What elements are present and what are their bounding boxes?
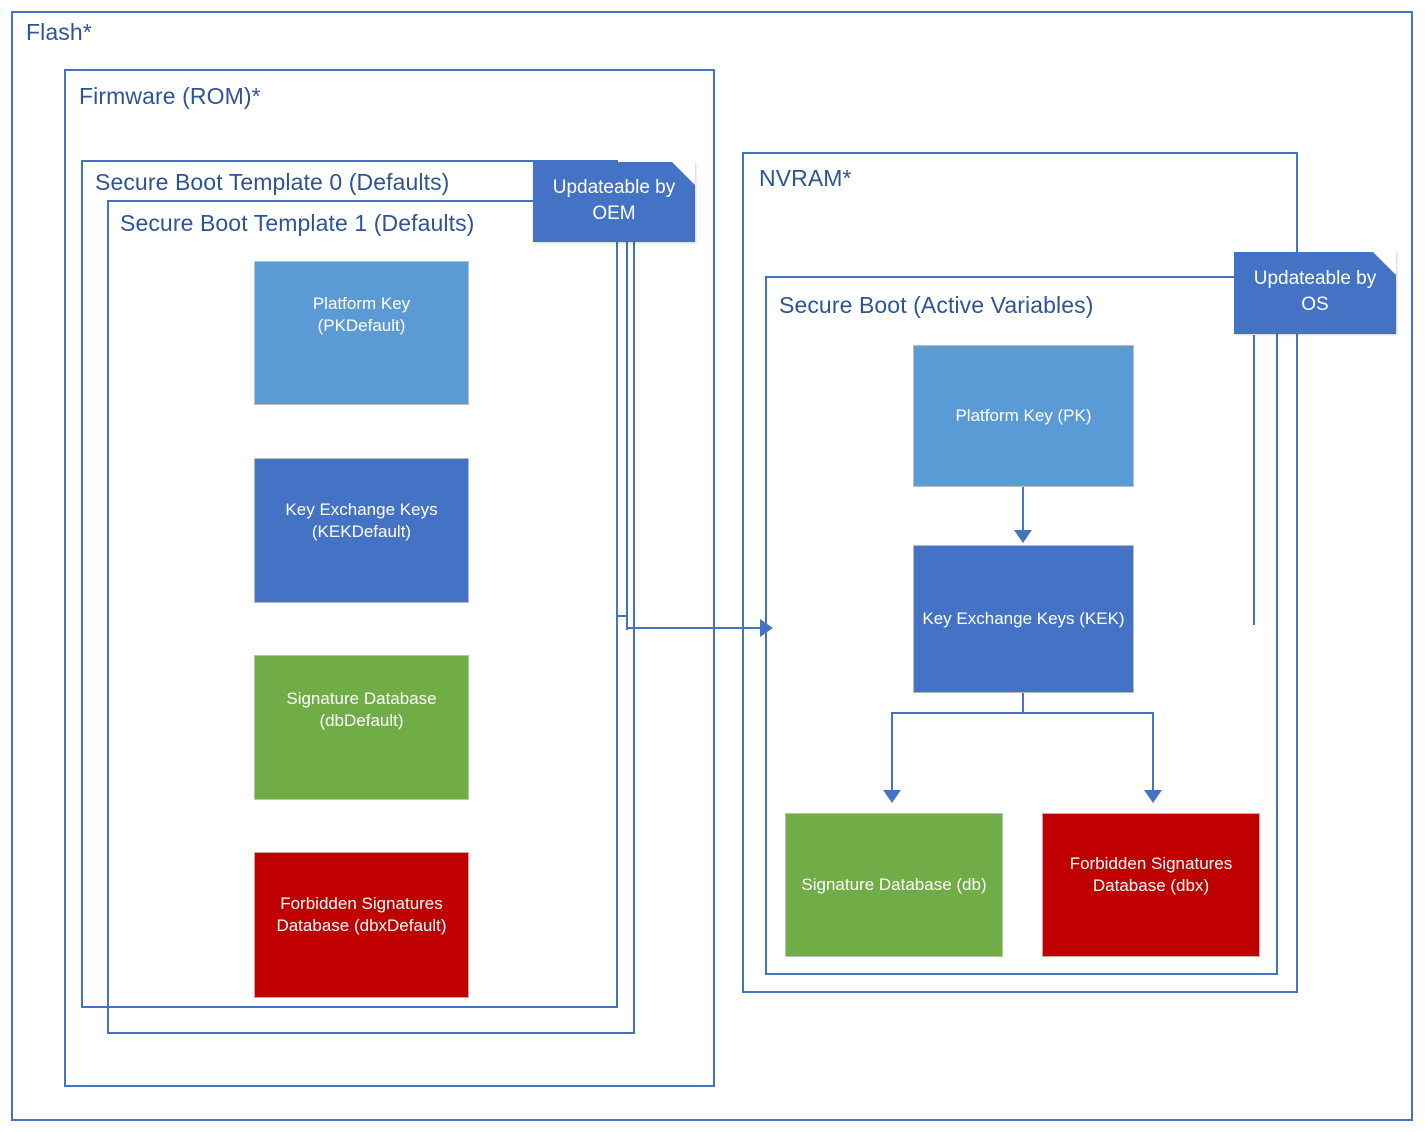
box-pk-active-text: Platform Key (PK): [955, 406, 1092, 426]
callout-os-leader-line: [1253, 335, 1255, 625]
container-flash-label: Flash*: [26, 19, 92, 45]
box-db-active-text: Signature Database (db): [801, 875, 987, 895]
connector-template0-to-nvram-arrowhead: [760, 619, 773, 637]
container-secure-boot-active-variables-label: Secure Boot (Active Variables): [779, 292, 1094, 318]
connector-kek-to-db-arrowhead: [883, 790, 901, 803]
box-db-default: Signature Database (dbDefault): [254, 655, 469, 800]
container-nvram-label: NVRAM*: [759, 165, 852, 191]
callout-updateable-by-oem: Updateable by OEM: [533, 162, 695, 242]
callout-oem-leader-line: [626, 242, 628, 630]
callout-oem-text: Updateable by OEM: [552, 177, 676, 224]
box-kek-default-text: Key Exchange Keys (KEKDefault): [285, 499, 438, 541]
container-firmware-rom: [64, 69, 715, 1087]
box-pk-default-text: Platform Key (PKDefault): [312, 294, 411, 335]
connector-template0-to-nvram-stub: [617, 615, 628, 617]
box-pk-active: Platform Key (PK): [913, 345, 1134, 487]
callout-updateable-by-os: Updateable by OS: [1234, 252, 1396, 334]
box-db-active: Signature Database (db): [785, 813, 1003, 957]
box-kek-default: Key Exchange Keys (KEKDefault): [254, 458, 469, 603]
folded-corner-icon: [1373, 252, 1396, 275]
box-dbx-active: Forbidden Signatures Database (dbx): [1042, 813, 1260, 957]
callout-os-text: Updateable by OS: [1253, 268, 1377, 315]
connector-kek-to-dbx-arrowhead: [1144, 790, 1162, 803]
container-nvram: [742, 152, 1298, 993]
connector-kek-to-db-line: [891, 712, 893, 792]
box-kek-active-text: Key Exchange Keys (KEK): [922, 609, 1125, 629]
box-pk-default: Platform Key (PKDefault): [254, 261, 469, 405]
folded-corner-icon: [672, 162, 695, 185]
connector-kek-to-dbx-line: [1152, 712, 1154, 792]
box-dbx-active-text: Forbidden Signatures Database (dbx): [1069, 854, 1233, 895]
box-db-default-text: Signature Database (dbDefault): [286, 688, 437, 730]
box-dbx-default: Forbidden Signatures Database (dbxDefaul…: [254, 852, 469, 998]
container-secure-boot-template-1-label: Secure Boot Template 1 (Defaults): [120, 210, 475, 236]
connector-kek-bus: [891, 712, 1154, 714]
container-flash: [11, 11, 1413, 1121]
box-kek-active: Key Exchange Keys (KEK): [913, 545, 1134, 693]
box-dbx-default-text: Forbidden Signatures Database (dbxDefaul…: [276, 894, 447, 935]
container-firmware-rom-label: Firmware (ROM)*: [79, 83, 261, 109]
container-secure-boot-template-0-label: Secure Boot Template 0 (Defaults): [95, 169, 450, 195]
connector-pk-to-kek-arrowhead: [1014, 530, 1032, 543]
container-secure-boot-template-1: [107, 200, 635, 1034]
container-secure-boot-template-0: [81, 160, 618, 1008]
connector-template0-to-nvram-line: [626, 627, 762, 629]
connector-kek-stem: [1022, 693, 1024, 713]
connector-pk-to-kek-line: [1022, 487, 1024, 532]
